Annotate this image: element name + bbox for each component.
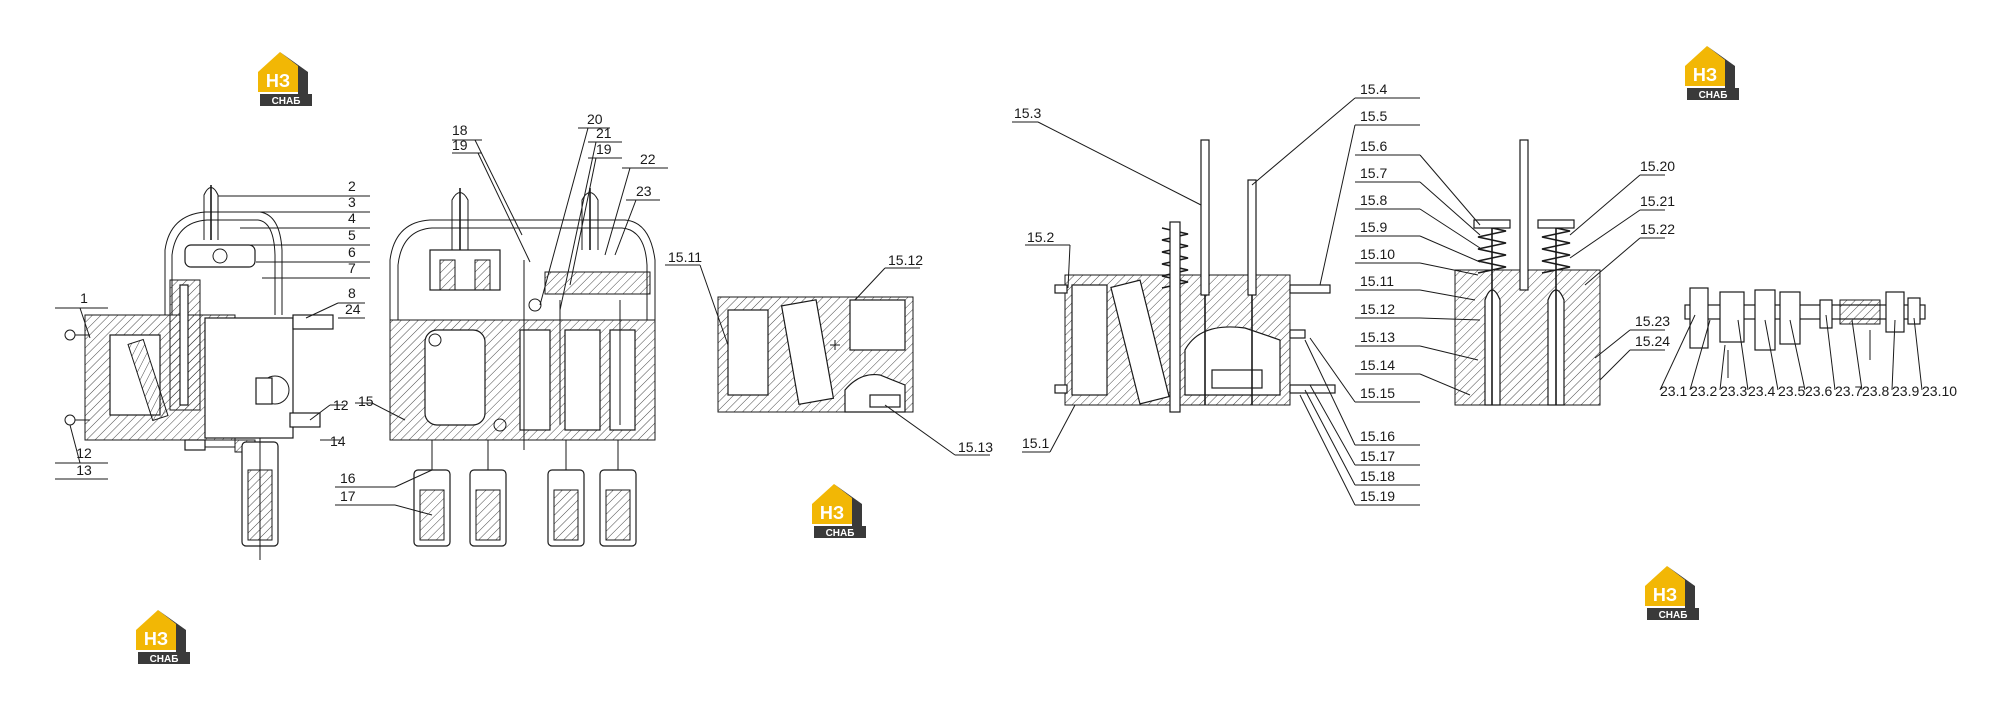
callout-label: 23.7 <box>1835 383 1862 399</box>
callout-label: 15 <box>358 393 374 409</box>
nz-snab-logo: НЗ СНАБ <box>258 52 312 107</box>
logo-letters: НЗ <box>144 629 168 649</box>
callout-label: 23.6 <box>1805 383 1832 399</box>
callout-label: 15.17 <box>1360 448 1395 464</box>
callout-label: 6 <box>348 244 356 260</box>
callout-label: 5 <box>348 227 356 243</box>
view-rocker-shaft <box>1684 287 1926 378</box>
callout-label: 15.1 <box>1022 435 1049 451</box>
callout-label: 4 <box>348 210 356 226</box>
logo-word: СНАБ <box>272 96 301 107</box>
logo-word: СНАБ <box>826 528 855 539</box>
callout-label: 23.2 <box>1690 383 1717 399</box>
callout-label: 15.21 <box>1640 193 1675 209</box>
logo-letters: НЗ <box>1693 65 1717 85</box>
callout-label: 18 <box>452 122 468 138</box>
logo-word: СНАБ <box>150 654 179 665</box>
callout-label: 23.5 <box>1778 383 1805 399</box>
callout-label: 15.7 <box>1360 165 1387 181</box>
callout-label: 15.5 <box>1360 108 1387 124</box>
callout-label: 2 <box>348 178 356 194</box>
callout-label: 15.24 <box>1635 333 1670 349</box>
callout-label: 14 <box>330 433 346 449</box>
valve-spring-left <box>1161 221 1189 413</box>
callout-label: 20 <box>587 111 603 127</box>
callout-label: 15.6 <box>1360 138 1387 154</box>
logo-letters: НЗ <box>1653 585 1677 605</box>
callout-label: 15.10 <box>1360 246 1395 262</box>
callout-label: 23 <box>636 183 652 199</box>
callout-label: 15.15 <box>1360 385 1395 401</box>
view-valve-section <box>1454 139 1601 406</box>
logo-letters: НЗ <box>266 71 290 91</box>
callout-label: 15.11 <box>1360 273 1394 289</box>
callout-label: 15.8 <box>1360 192 1387 208</box>
view-side-section <box>64 185 334 560</box>
callout-label: 19 <box>596 141 612 157</box>
callout-label: 15.13 <box>958 439 993 455</box>
callout-label: 17 <box>340 488 356 504</box>
callout-label: 15.20 <box>1640 158 1675 174</box>
callout-label: 15.12 <box>888 252 923 268</box>
callout-label: 15.16 <box>1360 428 1395 444</box>
callout-label: 15.13 <box>1360 329 1395 345</box>
logo-letters: НЗ <box>820 503 844 523</box>
injectors <box>413 440 637 547</box>
callout-label: 12 <box>333 397 349 413</box>
callout-label: 23.1 <box>1660 383 1687 399</box>
callout-label: 15.4 <box>1360 81 1387 97</box>
callout-label: 16 <box>340 470 356 486</box>
logo-word: СНАБ <box>1699 90 1728 101</box>
callout-label: 15.19 <box>1360 488 1395 504</box>
view-front-section <box>389 188 656 547</box>
callout-label: 12 <box>76 445 92 461</box>
callout-label: 15.14 <box>1360 357 1395 373</box>
callout-label: 15.18 <box>1360 468 1395 484</box>
logo-word: СНАБ <box>1659 610 1688 621</box>
callout-label: 15.22 <box>1640 221 1675 237</box>
callout-label: 3 <box>348 194 356 210</box>
callout-label: 7 <box>348 260 356 276</box>
callout-label: 13 <box>76 462 92 478</box>
callout-label: 15.23 <box>1635 313 1670 329</box>
callout-label: 23.8 <box>1862 383 1889 399</box>
callout-label: 15.2 <box>1027 229 1054 245</box>
callout-label: 23.3 <box>1720 383 1747 399</box>
callout-label: 21 <box>596 125 612 141</box>
callout-label: 1 <box>80 290 88 306</box>
callout-label: 23.9 <box>1892 383 1919 399</box>
callout-label: 15.11 <box>668 249 702 265</box>
callout-label: 15.3 <box>1014 105 1041 121</box>
callout-label: 19 <box>452 137 468 153</box>
callout-labels: 1 2 3 4 5 6 7 8 24 12 13 12 14 15 16 17 … <box>55 81 1957 516</box>
callout-label: 15.9 <box>1360 219 1387 235</box>
view-block-section-large <box>1054 139 1336 413</box>
nz-snab-logo: НЗ СНАБ <box>812 484 866 539</box>
callout-label: 22 <box>640 151 656 167</box>
callout-label: 23.10 <box>1922 383 1957 399</box>
callout-label: 24 <box>345 301 361 317</box>
callout-label: 15.12 <box>1360 301 1395 317</box>
nz-snab-logo: НЗ СНАБ <box>1645 566 1699 621</box>
callout-label: 23.4 <box>1748 383 1775 399</box>
view-block-section-small <box>717 296 914 413</box>
brand-logos: НЗ СНАБ НЗ СНАБ НЗ СНАБ НЗ СНАБ НЗ СНАБ <box>136 46 1739 665</box>
nz-snab-logo: НЗ СНАБ <box>1685 46 1739 101</box>
nz-snab-logo: НЗ СНАБ <box>136 610 190 665</box>
callout-label: 8 <box>348 285 356 301</box>
